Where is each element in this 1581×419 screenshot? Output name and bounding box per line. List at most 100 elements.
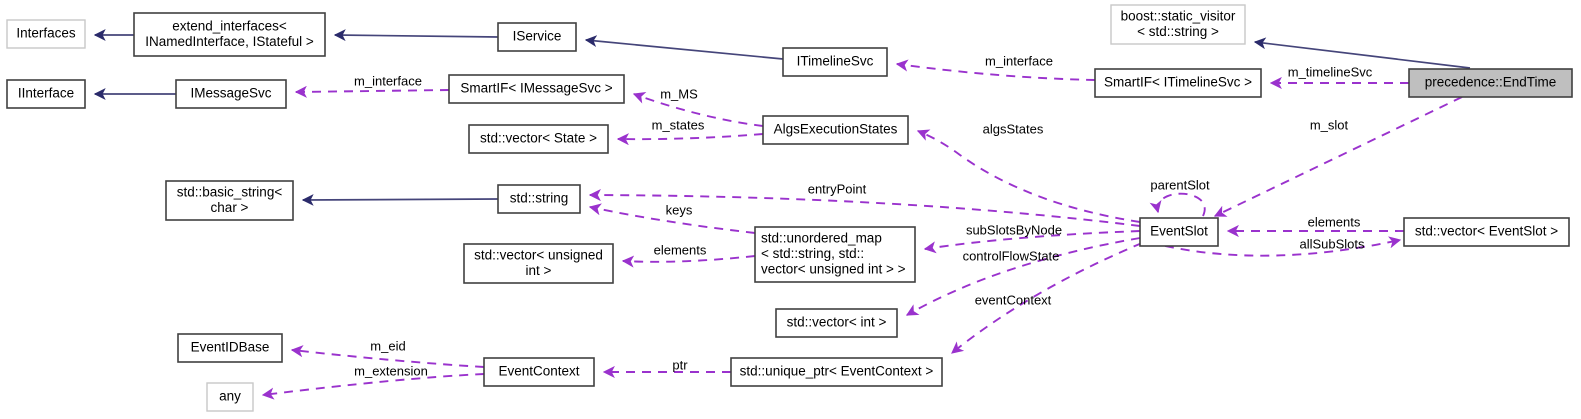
edge-label-all-sub-slots: allSubSlots — [1299, 236, 1365, 251]
class-node-box — [497, 22, 577, 52]
edge-label-m-ms: m_MS — [660, 86, 698, 101]
class-node-label: std::vector< int > — [787, 315, 887, 330]
class-node-label: IInterface — [18, 86, 74, 101]
class-node-box — [177, 333, 283, 363]
edge-label-m-timelinesvc: m_timelineSvc — [1288, 64, 1373, 79]
class-node-smartif_itimeline[interactable]: SmartIF< ITimelineSvc > — [1094, 68, 1262, 98]
edge-endtime-to-boost-static-visitor — [1253, 37, 1471, 69]
class-node-label: EventContext — [498, 364, 579, 379]
edge-itimelinesvc-to-iservice — [584, 35, 784, 60]
class-node-eventcontext[interactable]: EventContext — [483, 357, 595, 387]
edge-label-m-extension: m_extension — [354, 363, 428, 378]
class-node-box — [448, 74, 625, 104]
class-node-eventidbase[interactable]: EventIDBase — [177, 333, 283, 363]
edge-label-keys: keys — [666, 202, 693, 217]
edge-m-eid — [290, 345, 485, 368]
class-node-vector_int[interactable]: std::vector< int > — [775, 308, 898, 338]
class-node-box — [175, 79, 287, 109]
class-node-box — [483, 357, 595, 387]
class-node-std_string[interactable]: std::string — [497, 184, 581, 214]
edge-label-elements-1: elements — [654, 242, 707, 257]
class-node-interfaces[interactable]: Interfaces — [6, 19, 86, 49]
class-node-box — [782, 47, 888, 77]
edge-label-m-interface-2: m_interface — [985, 53, 1053, 68]
class-node-precedence_endtime[interactable]: precedence::EndTime — [1408, 68, 1573, 98]
edge-label-control-flow-state: controlFlowState — [963, 248, 1060, 263]
class-node-label: SmartIF< ITimelineSvc > — [1104, 75, 1252, 90]
class-node-label: INamedInterface, IStateful > — [145, 34, 314, 49]
edge-m-extension — [261, 373, 485, 400]
class-node-label: < std::string > — [1137, 24, 1219, 39]
class-node-label: < std::string, std:: — [761, 246, 864, 261]
class-node-eventslot[interactable]: EventSlot — [1139, 217, 1219, 247]
edge-m-interface-itimelinesvc — [895, 59, 1096, 81]
class-node-imessagesvc[interactable]: IMessageSvc — [175, 79, 287, 109]
edge-elements-unsigned-int — [621, 255, 756, 268]
edge-label-entry-point: entryPoint — [808, 181, 867, 196]
class-node-any[interactable]: any — [206, 382, 254, 412]
edge-m-slot — [1213, 96, 1463, 217]
edge-parent-slot-self-loop — [1149, 192, 1206, 217]
class-node-vector_eventslot[interactable]: std::vector< EventSlot > — [1403, 217, 1570, 247]
class-node-label: std::basic_string< — [177, 184, 283, 199]
class-node-box — [754, 226, 916, 283]
class-node-box — [463, 243, 614, 284]
edge-m-interface-imessagesvc — [294, 85, 450, 98]
class-node-vector_state[interactable]: std::vector< State > — [468, 124, 609, 154]
class-node-box — [468, 124, 609, 154]
class-node-boost_static_visitor[interactable]: boost::static_visitor< std::string > — [1110, 4, 1246, 45]
inheritance-edges — [93, 29, 1471, 206]
edge-label-ptr: ptr — [672, 357, 688, 372]
class-node-box — [1408, 68, 1573, 98]
class-node-label: any — [219, 389, 241, 404]
edge-stdstring-to-basic-string — [301, 193, 499, 206]
edge-label-m-eid: m_eid — [370, 338, 405, 353]
class-node-unordered_map[interactable]: std::unordered_map< std::string, std::ve… — [754, 226, 916, 283]
edge-label-m-states: m_states — [652, 117, 705, 132]
class-node-box — [1110, 4, 1246, 45]
edge-label-parent-slot: parentSlot — [1150, 177, 1210, 192]
class-node-box — [1403, 217, 1570, 247]
edge-keys — [588, 203, 756, 234]
class-node-label: std::vector< EventSlot > — [1415, 224, 1558, 239]
class-node-box — [1139, 217, 1219, 247]
edge-labels: m_interface m_interface m_timelineSvc m_… — [354, 53, 1373, 378]
class-node-box — [1094, 68, 1262, 98]
class-node-basic_string[interactable]: std::basic_string<char > — [165, 180, 294, 221]
edge-entry-point — [588, 188, 1141, 227]
class-node-label: std::string — [510, 191, 569, 206]
class-node-label: EventSlot — [1150, 224, 1208, 239]
class-node-box — [6, 19, 86, 49]
class-node-label: Interfaces — [16, 26, 76, 41]
class-node-label: SmartIF< IMessageSvc > — [460, 81, 612, 96]
class-node-itimelinesvc[interactable]: ITimelineSvc — [782, 47, 888, 77]
class-node-extend_interfaces[interactable]: extend_interfaces< INamedInterface, ISta… — [133, 12, 326, 57]
class-node-label: ITimelineSvc — [797, 54, 874, 69]
edge-event-context — [951, 242, 1143, 354]
edge-label-algs-states: algsStates — [983, 121, 1044, 136]
class-node-box — [133, 12, 326, 57]
class-node-label: int > — [526, 263, 552, 278]
class-node-box — [165, 180, 294, 221]
class-node-unique_ptr_evtctx[interactable]: std::unique_ptr< EventContext > — [730, 357, 943, 387]
class-node-label: std::unique_ptr< EventContext > — [740, 364, 934, 379]
edge-m-states — [616, 133, 764, 146]
class-node-label: AlgsExecutionStates — [774, 122, 898, 137]
class-node-iinterface[interactable]: IInterface — [6, 79, 86, 109]
class-node-label: IService — [513, 29, 562, 44]
class-node-algsexecutionstates[interactable]: AlgsExecutionStates — [762, 115, 909, 145]
class-node-iservice[interactable]: IService — [497, 22, 577, 52]
class-node-box — [497, 184, 581, 214]
class-node-label: precedence::EndTime — [1425, 75, 1557, 90]
class-nodes: Interfaces extend_interfaces< INamedInter… — [6, 4, 1573, 412]
edge-control-flow-state — [905, 237, 1141, 316]
class-node-box — [762, 115, 909, 145]
edge-label-elements-2: elements — [1308, 214, 1361, 229]
class-node-label: std::vector< State > — [480, 131, 597, 146]
class-node-box — [775, 308, 898, 338]
class-node-smartif_imessage[interactable]: SmartIF< IMessageSvc > — [448, 74, 625, 104]
usage-edges — [261, 59, 1463, 400]
class-node-label: extend_interfaces< — [172, 18, 287, 33]
